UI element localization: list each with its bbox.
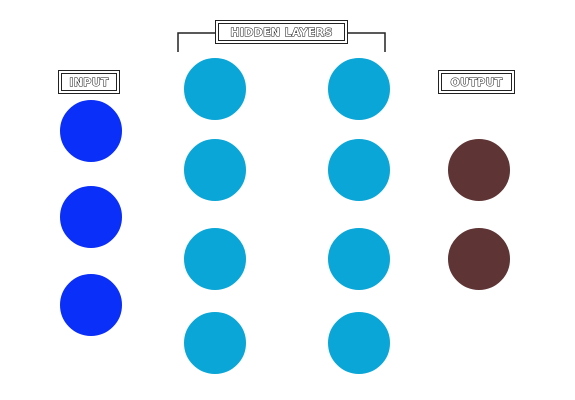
output-node: [448, 228, 510, 290]
input-label: INPUT: [58, 70, 120, 94]
hidden-node: [328, 312, 390, 374]
hidden-node: [184, 228, 246, 290]
input-node: [60, 186, 122, 248]
output-node: [448, 139, 510, 201]
hidden-layers-label: HIDDEN LAYERS: [215, 20, 348, 44]
output-label: OUTPUT: [438, 70, 515, 94]
input-node: [60, 100, 122, 162]
hidden-node: [328, 58, 390, 120]
hidden-node: [184, 139, 246, 201]
hidden-node: [184, 58, 246, 120]
input-node: [60, 274, 122, 336]
hidden-node: [328, 228, 390, 290]
hidden-node: [328, 139, 390, 201]
hidden-node: [184, 312, 246, 374]
